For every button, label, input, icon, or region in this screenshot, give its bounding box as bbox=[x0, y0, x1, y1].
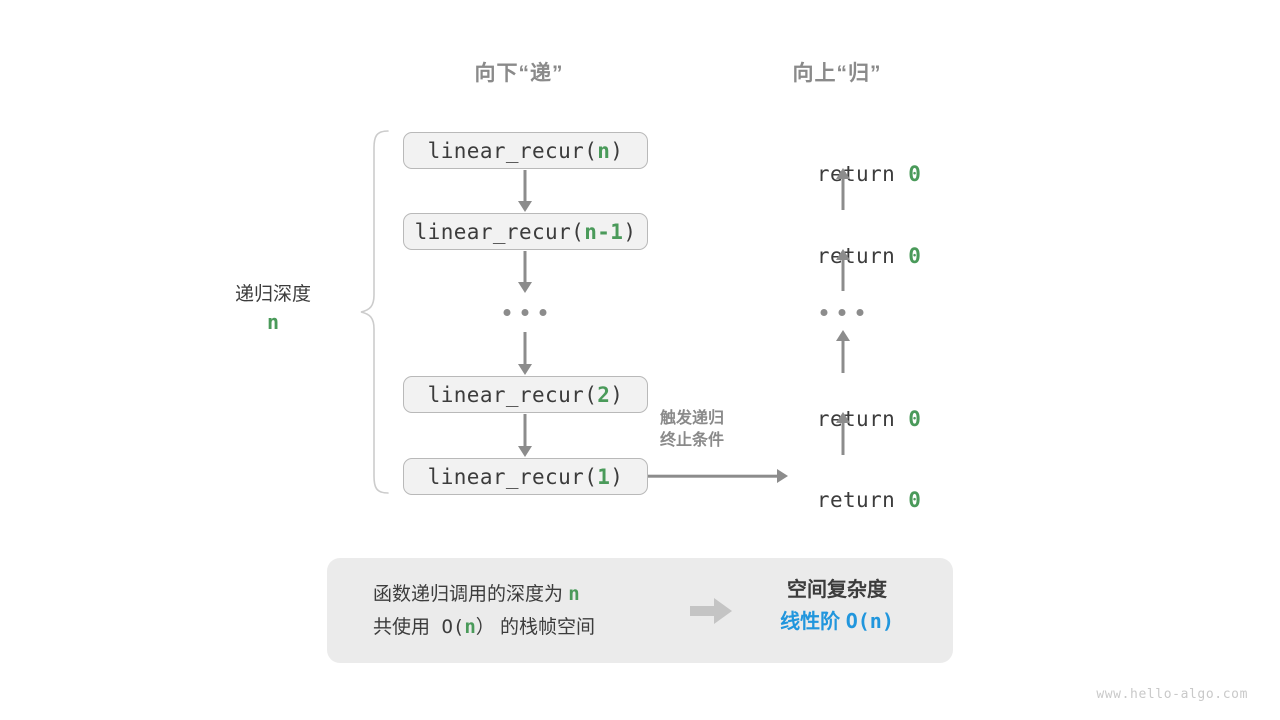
summary-result-notation: O(n) bbox=[845, 609, 894, 633]
summary-line-2-var: n bbox=[464, 616, 476, 638]
call-box-1: linear_recur(1) bbox=[403, 458, 648, 495]
summary-result-value: 线性阶 O(n) bbox=[780, 606, 894, 638]
summary-line-1-var: n bbox=[568, 583, 580, 605]
call-box-n-minus-1-arg: n-1 bbox=[584, 219, 624, 244]
summary-line-2-prefix: 共使用 O( bbox=[373, 616, 465, 638]
column-header-descend: 向下“递” bbox=[474, 62, 564, 85]
call-box-2-suffix: ) bbox=[610, 382, 624, 407]
terminate-line-2: 终止条件 bbox=[660, 432, 725, 449]
depth-brace-icon bbox=[360, 130, 389, 494]
return-value-2: 0 bbox=[908, 407, 922, 431]
summary-line-1-text: 函数递归调用的深度为 bbox=[373, 584, 569, 605]
ascend-arrow-2 bbox=[836, 249, 850, 291]
descend-arrow-3 bbox=[518, 332, 532, 375]
ascend-arrow-1 bbox=[836, 168, 850, 210]
watermark: www.hello-algo.com bbox=[1096, 687, 1248, 702]
terminate-arrow bbox=[648, 469, 788, 483]
return-keyword-n: return bbox=[816, 162, 909, 186]
summary-result-title: 空间复杂度 bbox=[786, 579, 887, 601]
return-keyword-n-minus-1: return bbox=[816, 244, 909, 268]
return-keyword-2: return bbox=[816, 407, 909, 431]
call-box-n-minus-1: linear_recur(n-1) bbox=[403, 213, 648, 250]
call-box-1-suffix: ) bbox=[610, 464, 624, 489]
recursion-depth-value: n bbox=[266, 310, 280, 334]
column-header-ascend: 向上“归” bbox=[792, 62, 882, 85]
return-label-n: return 0 bbox=[765, 138, 922, 210]
descend-ellipsis bbox=[503, 309, 547, 316]
descend-arrow-4 bbox=[518, 414, 532, 457]
implies-arrow-icon bbox=[690, 598, 732, 624]
descend-arrow-2 bbox=[518, 251, 532, 293]
recursion-depth-label: 递归深度 n bbox=[235, 282, 311, 336]
summary-line-2-suffix: ） 的栈帧空间 bbox=[475, 617, 596, 638]
terminate-line-1: 触发递归 bbox=[660, 410, 725, 427]
call-box-n: linear_recur(n) bbox=[403, 132, 648, 169]
recursion-depth-text: 递归深度 bbox=[234, 284, 312, 305]
descend-arrow-1 bbox=[518, 170, 532, 212]
ascend-arrow-3 bbox=[836, 330, 850, 373]
call-box-n-minus-1-suffix: ) bbox=[623, 219, 637, 244]
call-box-n-arg: n bbox=[597, 138, 611, 163]
call-box-n-minus-1-prefix: linear_recur( bbox=[414, 219, 585, 244]
call-box-n-suffix: ) bbox=[610, 138, 624, 163]
call-box-n-prefix: linear_recur( bbox=[427, 138, 598, 163]
call-box-1-arg: 1 bbox=[597, 464, 611, 489]
return-keyword-1: return bbox=[816, 488, 909, 512]
return-label-2: return 0 bbox=[765, 383, 922, 455]
ascend-arrow-4 bbox=[836, 412, 850, 455]
return-value-n: 0 bbox=[908, 162, 922, 186]
ascend-ellipsis bbox=[820, 309, 864, 316]
return-label-1: return 0 bbox=[765, 464, 922, 536]
return-value-n-minus-1: 0 bbox=[908, 244, 922, 268]
summary-result-order: 线性阶 bbox=[780, 611, 846, 633]
return-label-n-minus-1: return 0 bbox=[765, 220, 922, 292]
call-box-2: linear_recur(2) bbox=[403, 376, 648, 413]
call-box-2-prefix: linear_recur( bbox=[427, 382, 598, 407]
return-value-1: 0 bbox=[908, 488, 922, 512]
call-box-2-arg: 2 bbox=[597, 382, 611, 407]
terminate-condition-label: 触发递归 终止条件 bbox=[660, 408, 724, 452]
call-box-1-prefix: linear_recur( bbox=[427, 464, 598, 489]
summary-result: 空间复杂度 线性阶 O(n) bbox=[780, 575, 894, 638]
